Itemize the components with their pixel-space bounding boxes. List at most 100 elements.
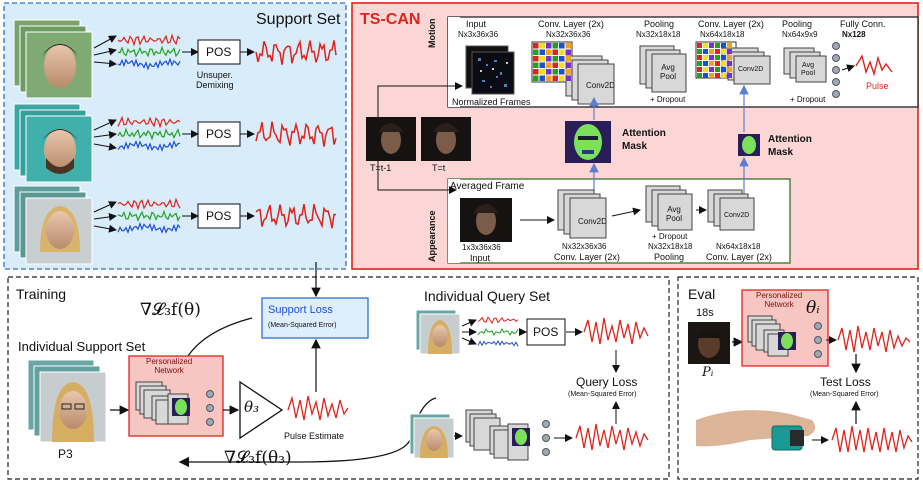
support-row-3 — [13, 185, 93, 265]
motion-conv1-grid-cell — [546, 43, 552, 49]
motion-conv2-grid-cell — [703, 61, 708, 66]
motion-conv1-grid-cell — [533, 62, 539, 68]
query-net-pulse-wave — [575, 423, 649, 451]
motion-conv2-grid-cell — [727, 55, 732, 60]
appearance-avgpool-label: Avg Pool — [666, 205, 683, 223]
motion-conv2-grid-cell — [715, 49, 720, 54]
motion-conv2d-label-2: Conv2D — [738, 66, 764, 73]
rgb-trace-red-1 — [117, 33, 181, 47]
theta3-triangle — [239, 380, 284, 440]
motion-pool-stack — [639, 45, 687, 93]
query-network-stack — [409, 409, 550, 461]
motion-conv2-grid-cell — [727, 49, 732, 54]
motion-conv2-grid-cell — [703, 49, 708, 54]
query-trace-red — [477, 316, 519, 325]
appearance-input-dims: 1x3x36x36 — [462, 243, 501, 252]
appearance-conv1-label: Conv. Layer (2x) — [554, 252, 620, 262]
motion-conv1-grid-cell — [533, 56, 539, 62]
pos-pulse-wave-3 — [255, 203, 337, 229]
motion-pulse-wave — [855, 54, 893, 77]
motion-conv2-grid-cell — [703, 67, 708, 72]
attention-mask-2 — [738, 134, 760, 156]
motion-conv2-grid-cell — [709, 55, 714, 60]
query-arrows — [461, 319, 620, 424]
appearance-pool-label: Pooling — [654, 252, 685, 262]
appearance-pool-dims: Nx32x18x18 — [648, 242, 693, 251]
motion-conv1-label: Conv. Layer (2x) — [538, 19, 604, 29]
motion-conv2-label: Conv. Layer (2x) — [698, 19, 764, 29]
support-loss-box — [261, 297, 369, 339]
motion-conv2-grid-cell — [727, 61, 732, 66]
motion-conv2-grid-cell — [721, 49, 726, 54]
motion-conv1-grid-cell — [565, 62, 571, 68]
appearance-conv2-dims: Nx64x18x18 — [716, 242, 761, 251]
motion-conv1-grid-cell — [546, 62, 552, 68]
motion-conv2-grid-cell — [703, 43, 708, 48]
motion-conv1-grid-cell — [546, 56, 552, 62]
eval-personalized-network-label: Personalized Network — [756, 291, 803, 309]
pos-box-3 — [197, 203, 241, 229]
grad-theta3-curve — [178, 397, 437, 468]
motion-conv1-grid-cell — [539, 69, 545, 75]
motion-avgpool-label-1: Avg Pool — [660, 63, 677, 81]
appearance-conv2d-label-2: Conv2D — [724, 212, 750, 219]
motion-conv1-grid-cell — [539, 56, 545, 62]
attention-mask-label-1: Attention Mask — [622, 128, 666, 152]
pos-label-1: POS — [206, 45, 232, 59]
pulse-estimate-label: Pulse Estimate — [284, 431, 345, 441]
appearance-conv2d-label-1: Conv2D — [578, 217, 607, 226]
motion-conv2-grid-cell — [697, 61, 702, 66]
motion-conv1-grid-cell — [559, 75, 565, 81]
motion-conv1-dims: Nx32x36x36 — [546, 30, 591, 39]
motion-conv1-grid-cell — [559, 69, 565, 75]
motion-conv1-grid-cell — [552, 69, 558, 75]
theta3-label: θ₃ — [244, 398, 260, 416]
motion-pool2-dims: Nx64x9x9 — [782, 30, 818, 39]
normalized-frames-label: Normalized Frames — [452, 97, 531, 107]
appearance-side-label: Appearance — [427, 210, 437, 262]
motion-conv1-grid-cell — [565, 75, 571, 81]
appearance-dropout: + Dropout — [652, 232, 688, 241]
motion-conv2-grid-cell — [721, 55, 726, 60]
train-network-mask — [172, 398, 190, 416]
appearance-input-label: Input — [470, 253, 491, 263]
p3-label: P3 — [58, 447, 73, 461]
motion-conv1-grid-cell — [533, 69, 539, 75]
motion-conv1-grid-cell — [552, 62, 558, 68]
grad-theta-curve — [187, 317, 253, 357]
motion-conv1-grid-cell — [546, 75, 552, 81]
support-set-title: Support Set — [256, 11, 341, 28]
motion-conv1-grid-cell — [565, 69, 571, 75]
motion-conv2-grid-cell — [715, 61, 720, 66]
frame-t-cur — [421, 117, 471, 161]
individual-support-set-label: Individual Support Set — [18, 339, 146, 354]
pos-label-2: POS — [206, 127, 232, 141]
grad-theta3-label: ∇𝓛₃f(θ₃) — [224, 448, 292, 468]
motion-pool2-stack — [783, 47, 827, 83]
test-loss-label: Test Loss — [820, 375, 871, 389]
motion-arrows — [841, 64, 855, 73]
grad-theta-label: ∇𝓛₃f(θ) — [140, 300, 201, 320]
motion-conv2-grid-cell — [715, 67, 720, 72]
pos-label-3: POS — [206, 209, 232, 223]
motion-conv1-grid-cell — [559, 56, 565, 62]
query-loss-label: Query Loss — [576, 375, 638, 389]
motion-conv2-dims: Nx64x18x18 — [700, 30, 745, 39]
t-prev-label: T=t-1 — [370, 163, 392, 173]
rgb-trace-red-3 — [117, 197, 181, 211]
motion-conv1-grid-cell — [539, 43, 545, 49]
motion-conv2-grid-cell — [721, 43, 726, 48]
motion-conv1-grid-cell — [559, 49, 565, 55]
appearance-arrows — [520, 206, 707, 224]
query-face-stack — [415, 309, 461, 355]
motion-input-dims: Nx3x36x36 — [458, 30, 499, 39]
averaged-frame-image — [460, 198, 512, 242]
rgb-trace-blue-2 — [117, 139, 181, 152]
p3-face-stack — [27, 359, 107, 443]
motion-conv1-grid-cell — [539, 75, 545, 81]
eval-subject-face — [688, 322, 730, 364]
motion-conv1-grid-cell — [533, 43, 539, 49]
frame-t-prev — [366, 117, 416, 161]
query-trace-blue — [477, 339, 519, 347]
